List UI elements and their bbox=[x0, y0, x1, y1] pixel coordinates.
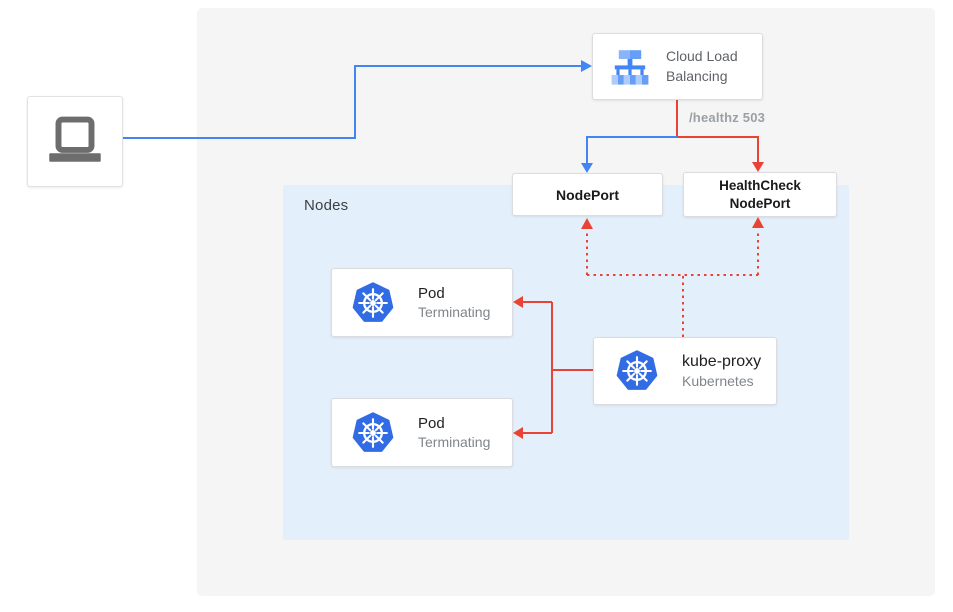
pod-terminating-1: Pod Terminating bbox=[331, 268, 513, 337]
pod-status: Terminating bbox=[418, 304, 491, 320]
kube-proxy-title: kube-proxy bbox=[682, 353, 762, 370]
pod-text: Pod Terminating bbox=[418, 415, 490, 450]
kube-proxy-node: kube-proxy Kubernetes bbox=[593, 337, 777, 405]
healthz-annotation: /healthz 503 bbox=[689, 110, 766, 125]
healthcheck-nodeport-label-line1: HealthCheck bbox=[719, 177, 801, 193]
nodeport-node: NodePort bbox=[512, 173, 663, 216]
pod-status: Terminating bbox=[418, 434, 491, 450]
healthcheck-nodeport-label-line2: NodePort bbox=[729, 195, 791, 211]
pod-terminating-2: Pod Terminating bbox=[331, 398, 513, 467]
pod-text: Pod Terminating bbox=[418, 285, 490, 320]
laptop-icon bbox=[49, 116, 101, 162]
kube-proxy-subtitle: Kubernetes bbox=[682, 373, 754, 389]
kubernetes-icon bbox=[352, 411, 394, 452]
healthcheck-nodeport-node: HealthCheck NodePort bbox=[683, 172, 837, 217]
pod-title: Pod bbox=[418, 285, 445, 302]
kube-proxy-text: kube-proxy Kubernetes bbox=[682, 353, 761, 389]
cloud-load-balancing-label: Cloud Load Balancing bbox=[666, 47, 738, 84]
cloud-load-balancing-icon bbox=[611, 49, 649, 85]
client-device bbox=[27, 96, 123, 187]
kubernetes-icon bbox=[616, 350, 658, 390]
pod-title: Pod bbox=[418, 415, 445, 432]
nodes-label: Nodes bbox=[304, 197, 349, 214]
kubernetes-icon bbox=[352, 281, 394, 322]
cloud-load-balancing-node: Cloud Load Balancing bbox=[592, 33, 763, 100]
